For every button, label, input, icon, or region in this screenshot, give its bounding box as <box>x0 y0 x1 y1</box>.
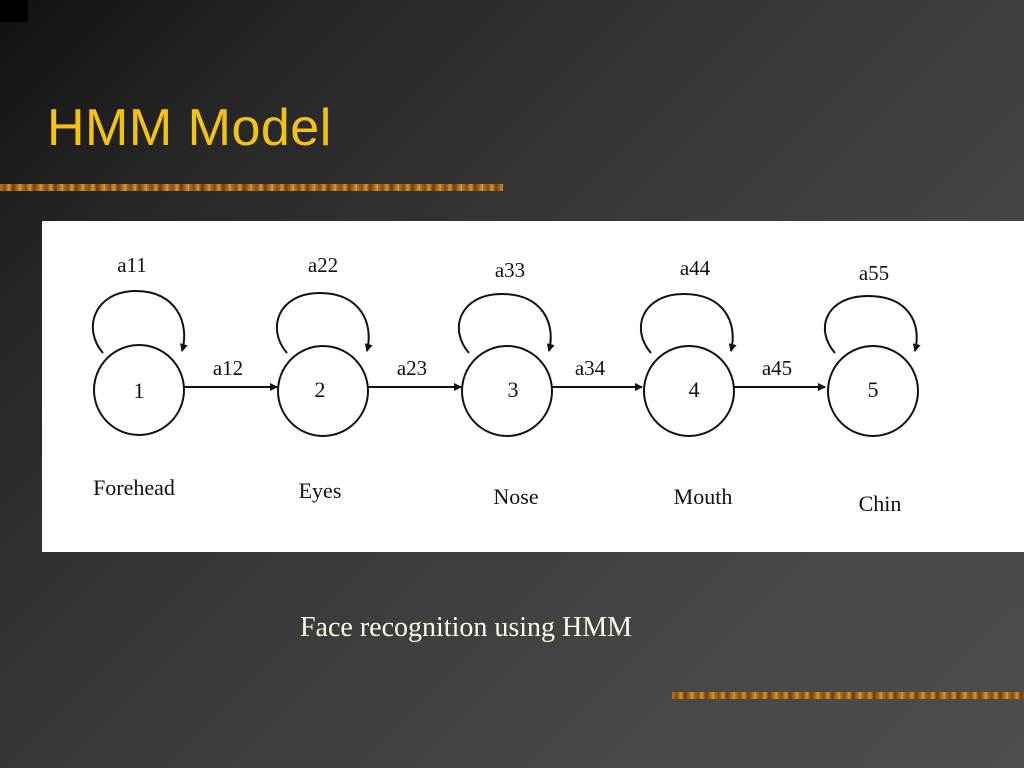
self-loop-3 <box>458 292 555 354</box>
transition-label-3-4: a34 <box>575 356 606 380</box>
state-number-5: 5 <box>868 377 879 402</box>
self-transition-label-5: a55 <box>859 261 889 285</box>
transition-label-2-3: a23 <box>397 356 427 380</box>
self-loop-4 <box>640 292 737 354</box>
state-name-2: Eyes <box>299 478 342 503</box>
state-name-5: Chin <box>859 491 902 516</box>
self-transition-label-3: a33 <box>495 258 525 282</box>
self-loop-1 <box>92 289 188 354</box>
state-name-3: Nose <box>493 484 538 509</box>
corner-mark <box>0 0 28 22</box>
self-loops <box>92 289 921 354</box>
self-transition-label-2: a22 <box>308 253 338 277</box>
state-node-3 <box>461 345 553 437</box>
state-node-4 <box>643 345 735 437</box>
state-name-4: Mouth <box>674 484 733 509</box>
state-number-3: 3 <box>508 377 519 402</box>
transition-label-4-5: a45 <box>762 356 792 380</box>
state-node-2 <box>277 345 369 437</box>
title-underline <box>0 184 503 191</box>
slide-title: HMM Model <box>47 99 332 157</box>
self-transition-label-1: a11 <box>117 253 147 277</box>
transition-label-1-2: a12 <box>213 356 243 380</box>
self-loop-5 <box>824 294 921 354</box>
hmm-diagram: 1 2 3 4 5 a11 a22 a33 a44 a55 a12 a23 a3… <box>42 221 1024 552</box>
self-loop-2 <box>276 291 373 354</box>
state-nodes <box>93 344 919 437</box>
self-transition-label-4: a44 <box>680 256 711 280</box>
state-name-1: Forehead <box>93 475 175 500</box>
state-node-1 <box>93 344 185 436</box>
state-number-1: 1 <box>134 378 145 403</box>
figure-caption: Face recognition using HMM <box>299 612 633 643</box>
state-number-2: 2 <box>315 377 326 402</box>
bottom-accent-bar <box>672 692 1024 699</box>
state-number-4: 4 <box>689 377 700 402</box>
state-node-5 <box>827 345 919 437</box>
